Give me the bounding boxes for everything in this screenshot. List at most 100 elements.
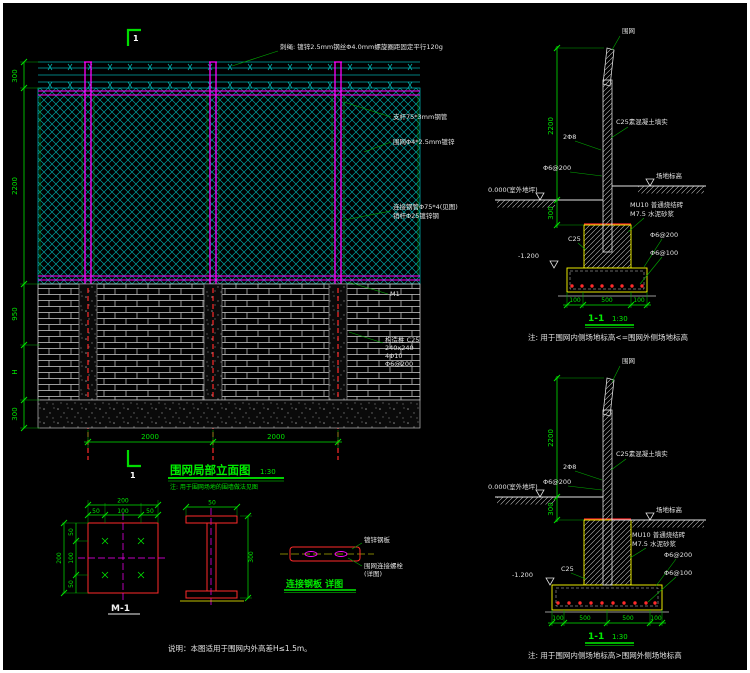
dim-label: H	[11, 369, 19, 374]
brick-wall	[37, 283, 421, 401]
section-scale: 1:30	[612, 315, 628, 323]
fence-post-section	[602, 79, 613, 253]
section-dimensions: 2200 300	[547, 374, 604, 524]
detail-title: M-1	[111, 604, 130, 614]
left-dimension-chain: 300 2200 950 H 300	[11, 58, 40, 432]
site-level-label: 场地标高	[656, 505, 683, 514]
column-spec: 构造柱 C25	[385, 335, 419, 344]
bottom-dimension: 2000 2000	[84, 430, 342, 448]
plate-dimensions: 200 50 100 50 200 50 100 50	[56, 498, 162, 597]
detail-title: 连接钢板 详图	[286, 578, 343, 590]
bolt-label: (详图)	[364, 569, 382, 578]
stirrup-label: Φ6@200	[543, 478, 571, 486]
zero-level-label: 0.000(室外地坪)	[488, 482, 538, 491]
elevation-title-block: 围网局部立面图 1:30 注: 用于围网场地的围墙做法见图	[168, 463, 284, 491]
barbed-wire-spec: 刺绳: 镀锌2.5mm钢丝Φ4.0mm螺旋圈距固定平行120g	[280, 42, 443, 51]
fence-label: 围网	[622, 27, 635, 35]
dim-label: 2000	[267, 433, 285, 441]
dim-label: 50	[68, 580, 75, 588]
section-title: 1-1	[588, 632, 604, 642]
section-dimensions: 2200 300	[547, 44, 604, 229]
fence-elevation: 300 2200 950 H 300 2000 2000 刺绳: 镀锌2.5mm…	[11, 28, 458, 491]
post-spec: 支杆75*3mm钢管	[393, 112, 448, 121]
fence-posts	[84, 61, 342, 284]
footing-rebar-cage	[555, 587, 659, 607]
dim-label: 100	[68, 552, 75, 564]
m1-plate-detail: 200 50 100 50 200 50 100 50 M-1	[56, 498, 168, 615]
bolt-slot	[334, 551, 348, 557]
title-note: 注: 用于围网场地的围墙做法见图	[170, 483, 258, 491]
footing	[566, 267, 648, 293]
section-cut-flag-top: 1	[126, 28, 141, 46]
mesh-panel	[37, 87, 421, 285]
dim-label: 300	[547, 502, 555, 515]
column-spec: Φ6@200	[385, 360, 413, 368]
dim-label: 2200	[547, 117, 555, 135]
dim-label: 950	[11, 307, 19, 320]
dim-label: 300	[248, 551, 255, 563]
footing-rebar-dots	[570, 284, 644, 288]
dim-label: 300	[11, 69, 19, 82]
dim-label: 100	[552, 615, 564, 622]
ground-band	[37, 399, 421, 429]
footing-dimensions: 100 500 100	[563, 292, 651, 309]
bottom-rail	[38, 275, 420, 281]
top-rail	[38, 90, 420, 96]
brick-spec: MU10 普通烧结砖	[630, 200, 684, 209]
bolt-slot	[304, 551, 318, 557]
barbed-wire-band	[38, 61, 420, 88]
section-detail-bottom: 2200 300 围网 2Φ8 C25素混凝土填实 Φ6@200 0.000(室…	[488, 357, 706, 660]
dim-label: 500	[622, 615, 634, 622]
dim-label: 500	[601, 297, 613, 304]
brick-spec: M7.5 水泥砂浆	[632, 539, 677, 548]
brick-spec: MU10 普通烧结砖	[632, 530, 686, 539]
mesh-spec: 围网Φ4*2.5mm镀锌	[393, 137, 455, 146]
brick-spec: M7.5 水泥砂浆	[630, 209, 675, 218]
footing-bar-label: Φ6@200	[664, 551, 692, 559]
site-level-label: 场地标高	[656, 171, 683, 180]
ground-lines	[495, 178, 706, 208]
fill-label: C25素混凝土填实	[616, 449, 668, 458]
connector-spec: 销杆Φ25镀锌钢	[393, 211, 439, 220]
dim-label: 200	[56, 552, 63, 564]
center-lines	[78, 513, 168, 603]
dim-label: 100	[569, 297, 581, 304]
footing-level-label: -1.200	[512, 571, 533, 579]
zero-level-label: 0.000(室外地坪)	[488, 185, 538, 194]
connection-plate-detail: 镀锌钢板 围网连接螺栓 (详图) 连接钢板 详图	[280, 535, 404, 593]
bolt-hole-marks	[101, 537, 145, 579]
section-number: 1	[133, 34, 139, 43]
dim-label: 50	[68, 528, 75, 536]
drawing-title: 围网局部立面图	[170, 463, 251, 477]
connection-plate	[289, 546, 361, 562]
dim-label: 100	[117, 508, 129, 515]
post-bent-top	[602, 377, 615, 417]
stirrup-label: Φ6@200	[543, 164, 571, 172]
section-number: 1	[130, 471, 136, 480]
web	[206, 523, 217, 591]
rebar-label: 2Φ8	[563, 463, 576, 471]
fill-label: C25素混凝土填实	[616, 117, 668, 126]
column-spec: 240x240	[385, 344, 414, 352]
dim-label: 500	[579, 615, 591, 622]
dim-label: 100	[633, 297, 645, 304]
channel-dimensions: 50 300	[182, 500, 255, 602]
footing-level-label: -1.200	[518, 252, 539, 260]
fence-post-section	[602, 409, 613, 586]
footing-concrete-label: C25	[568, 235, 581, 243]
bottom-flange	[185, 590, 238, 599]
footing-bar-label: Φ6@100	[664, 569, 692, 577]
section-title: 1-1	[588, 314, 604, 324]
section-note: 注: 用于围网内侧场地标高>围网外侧场地标高	[528, 650, 682, 660]
section-cut-flag-bottom: 1	[126, 450, 141, 480]
columns	[78, 283, 348, 460]
drawing-scale: 1:30	[260, 468, 276, 476]
m1-ref-label: M1	[390, 290, 400, 298]
connector-spec: 连接钢管Φ75*4(见图)	[393, 202, 458, 211]
dim-label: 50	[208, 500, 216, 507]
channel-detail: 50 300	[180, 500, 255, 606]
ground-lines	[495, 489, 706, 528]
post-bent-top	[602, 47, 615, 87]
